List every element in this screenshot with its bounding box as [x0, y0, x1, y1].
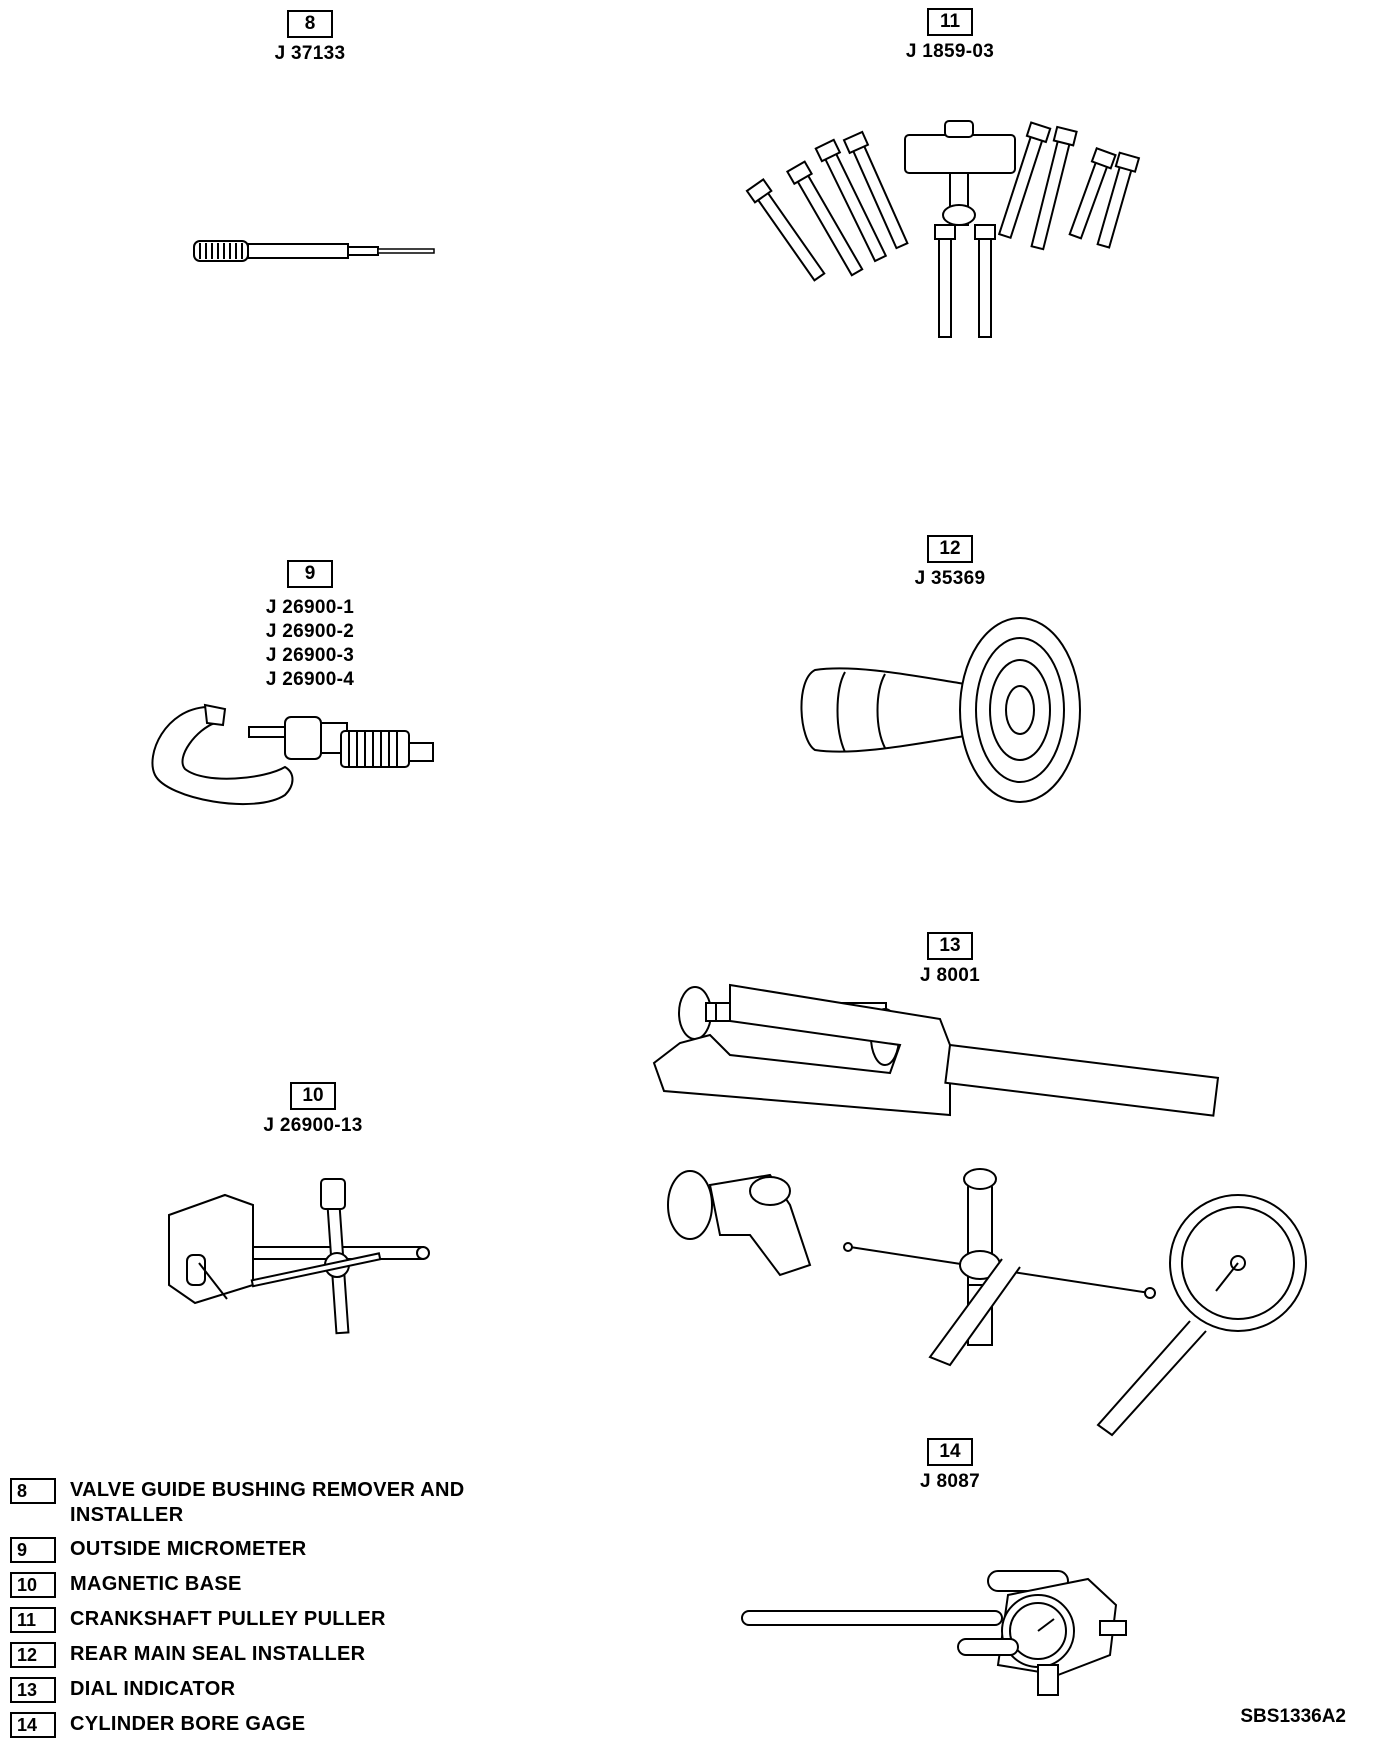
dial-indicator-set-icon — [650, 985, 1310, 1435]
tool-13: 13 J 8001 — [880, 932, 1020, 988]
part-number: J 8001 — [920, 965, 980, 986]
tool-number-box: 8 — [287, 10, 333, 38]
legend: 8 VALVE GUIDE BUSHING REMOVER AND INSTAL… — [10, 1478, 530, 1747]
legend-item: 9 OUTSIDE MICROMETER — [10, 1537, 530, 1563]
tool-number-box: 13 — [927, 932, 973, 960]
legend-number-box: 10 — [10, 1572, 56, 1598]
bushing-remover-tool-icon — [190, 235, 450, 271]
legend-item: 12 REAR MAIN SEAL INSTALLER — [10, 1642, 530, 1668]
tool-number-box: 11 — [927, 8, 973, 36]
part-number: J 37133 — [274, 43, 346, 64]
part-number: J 8087 — [920, 1471, 980, 1492]
legend-label: CRANKSHAFT PULLEY PULLER — [70, 1608, 386, 1630]
tool-10: 10 J 26900-13 — [238, 1082, 388, 1138]
legend-item: 14 CYLINDER BORE GAGE — [10, 1712, 530, 1738]
legend-number-box: 13 — [10, 1677, 56, 1703]
part-number: J 26900-4 — [265, 669, 355, 690]
tool-number-box: 10 — [290, 1082, 336, 1110]
legend-item: 8 VALVE GUIDE BUSHING REMOVER AND INSTAL… — [10, 1478, 530, 1528]
micrometer-icon — [145, 695, 455, 835]
legend-label: DIAL INDICATOR — [70, 1678, 236, 1700]
pulley-puller-icon — [740, 115, 1160, 345]
tool-14: 14 J 8087 — [880, 1438, 1020, 1494]
legend-number-box: 11 — [10, 1607, 56, 1633]
legend-number-box: 14 — [10, 1712, 56, 1738]
legend-number-box: 9 — [10, 1537, 56, 1563]
legend-number-box: 12 — [10, 1642, 56, 1668]
legend-label: VALVE GUIDE BUSHING REMOVER AND INSTALLE… — [70, 1479, 465, 1526]
part-number: J 1859-03 — [905, 41, 995, 62]
legend-item: 13 DIAL INDICATOR — [10, 1677, 530, 1703]
seal-installer-icon — [795, 610, 1085, 810]
tool-11: 11 J 1859-03 — [880, 8, 1020, 64]
figure-code: SBS1336A2 — [1240, 1706, 1346, 1727]
tool-9: 9 J 26900-1 J 26900-2 J 26900-3 J 26900-… — [235, 560, 385, 692]
part-number: J 35369 — [914, 568, 986, 589]
legend-label: CYLINDER BORE GAGE — [70, 1713, 306, 1735]
tool-number-box: 9 — [287, 560, 333, 588]
tool-12: 12 J 35369 — [880, 535, 1020, 591]
legend-label: OUTSIDE MICROMETER — [70, 1538, 307, 1560]
part-number: J 26900-1 — [265, 597, 355, 618]
part-number: J 26900-3 — [265, 645, 355, 666]
tool-number-box: 14 — [927, 1438, 973, 1466]
bore-gage-icon — [738, 1565, 1138, 1705]
tool-number-box: 12 — [927, 535, 973, 563]
legend-number-box: 8 — [10, 1478, 56, 1504]
legend-item: 11 CRANKSHAFT PULLEY PULLER — [10, 1607, 530, 1633]
legend-item: 10 MAGNETIC BASE — [10, 1572, 530, 1598]
legend-label: MAGNETIC BASE — [70, 1573, 242, 1595]
magnetic-base-icon — [165, 1175, 445, 1335]
legend-label: REAR MAIN SEAL INSTALLER — [70, 1643, 366, 1665]
tool-8: 8 J 37133 — [250, 10, 370, 66]
part-number: J 26900-2 — [265, 621, 355, 642]
part-number: J 26900-13 — [263, 1115, 363, 1136]
